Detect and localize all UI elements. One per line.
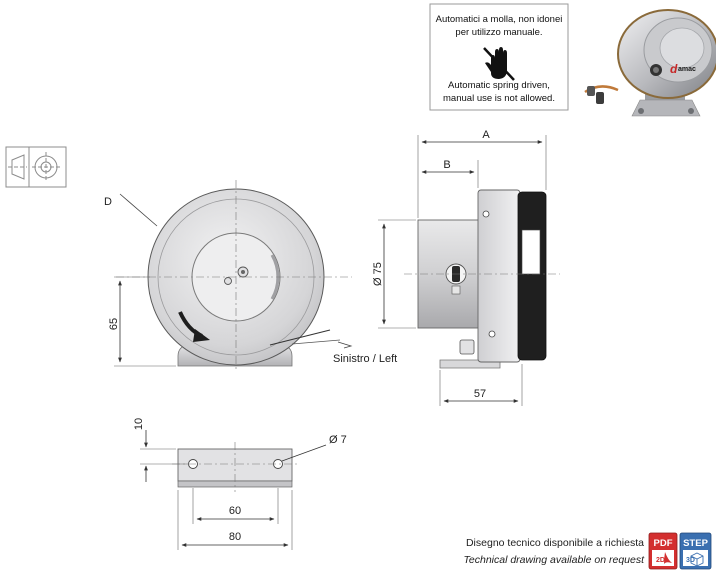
projection-symbol: [5, 146, 67, 188]
dimension-80: 80: [229, 531, 241, 543]
step-sub-label: 3D: [686, 557, 695, 564]
dimension-B: B: [443, 159, 450, 171]
dimension-A: A: [482, 129, 490, 141]
hub-screw: [224, 266, 249, 285]
bracket-view: 10 Ø 7 60 80: [133, 418, 347, 550]
footer-line-it: Disegno tecnico disponibile a richiesta: [466, 537, 644, 549]
dimension-57: 57: [474, 388, 486, 400]
notice-line-4: manual use is not allowed.: [443, 93, 555, 104]
rotation-direction-label: Sinistro / Left: [333, 353, 397, 365]
svg-text:d: d: [670, 62, 678, 76]
front-view: Sinistro / Left D 65: [104, 180, 397, 372]
step-download-button[interactable]: STEP 3D: [679, 532, 712, 570]
footer-line-en: Technical drawing available on request: [463, 554, 645, 566]
rotation-arrow-icon: [178, 311, 210, 342]
acrobat-icon: [664, 552, 672, 564]
step-label: STEP: [683, 538, 708, 549]
warning-notice: Automatici a molla, non idonei per utili…: [429, 3, 569, 111]
cable-clamp: [587, 86, 604, 104]
brand-logo: d amac: [670, 62, 696, 76]
dimension-60: 60: [229, 505, 241, 517]
notice-line-3: Automatic spring driven,: [448, 80, 550, 91]
footer-note: Disegno tecnico disponibile a richiesta …: [463, 537, 645, 566]
side-view: A B Ø 75 57: [372, 129, 560, 406]
dimension-65: 65: [108, 318, 120, 330]
dimension-10: 10: [133, 418, 145, 430]
pdf-label: PDF: [654, 538, 673, 549]
product-photo: d amac: [584, 9, 716, 117]
dimension-dia75: Ø 75: [372, 262, 384, 286]
notice-line-1: Automatici a molla, non idonei: [436, 14, 563, 25]
dimension-dia7: Ø 7: [329, 434, 347, 446]
dimension-D: D: [104, 196, 112, 208]
brand-logo-text: amac: [678, 66, 696, 73]
cube-icon: [690, 552, 704, 567]
no-hand-icon: [483, 47, 515, 81]
notice-line-2: per utilizzo manuale.: [455, 27, 542, 38]
pdf-download-button[interactable]: PDF 2D: [648, 532, 678, 570]
pdf-sub-label: 2D: [656, 557, 665, 564]
